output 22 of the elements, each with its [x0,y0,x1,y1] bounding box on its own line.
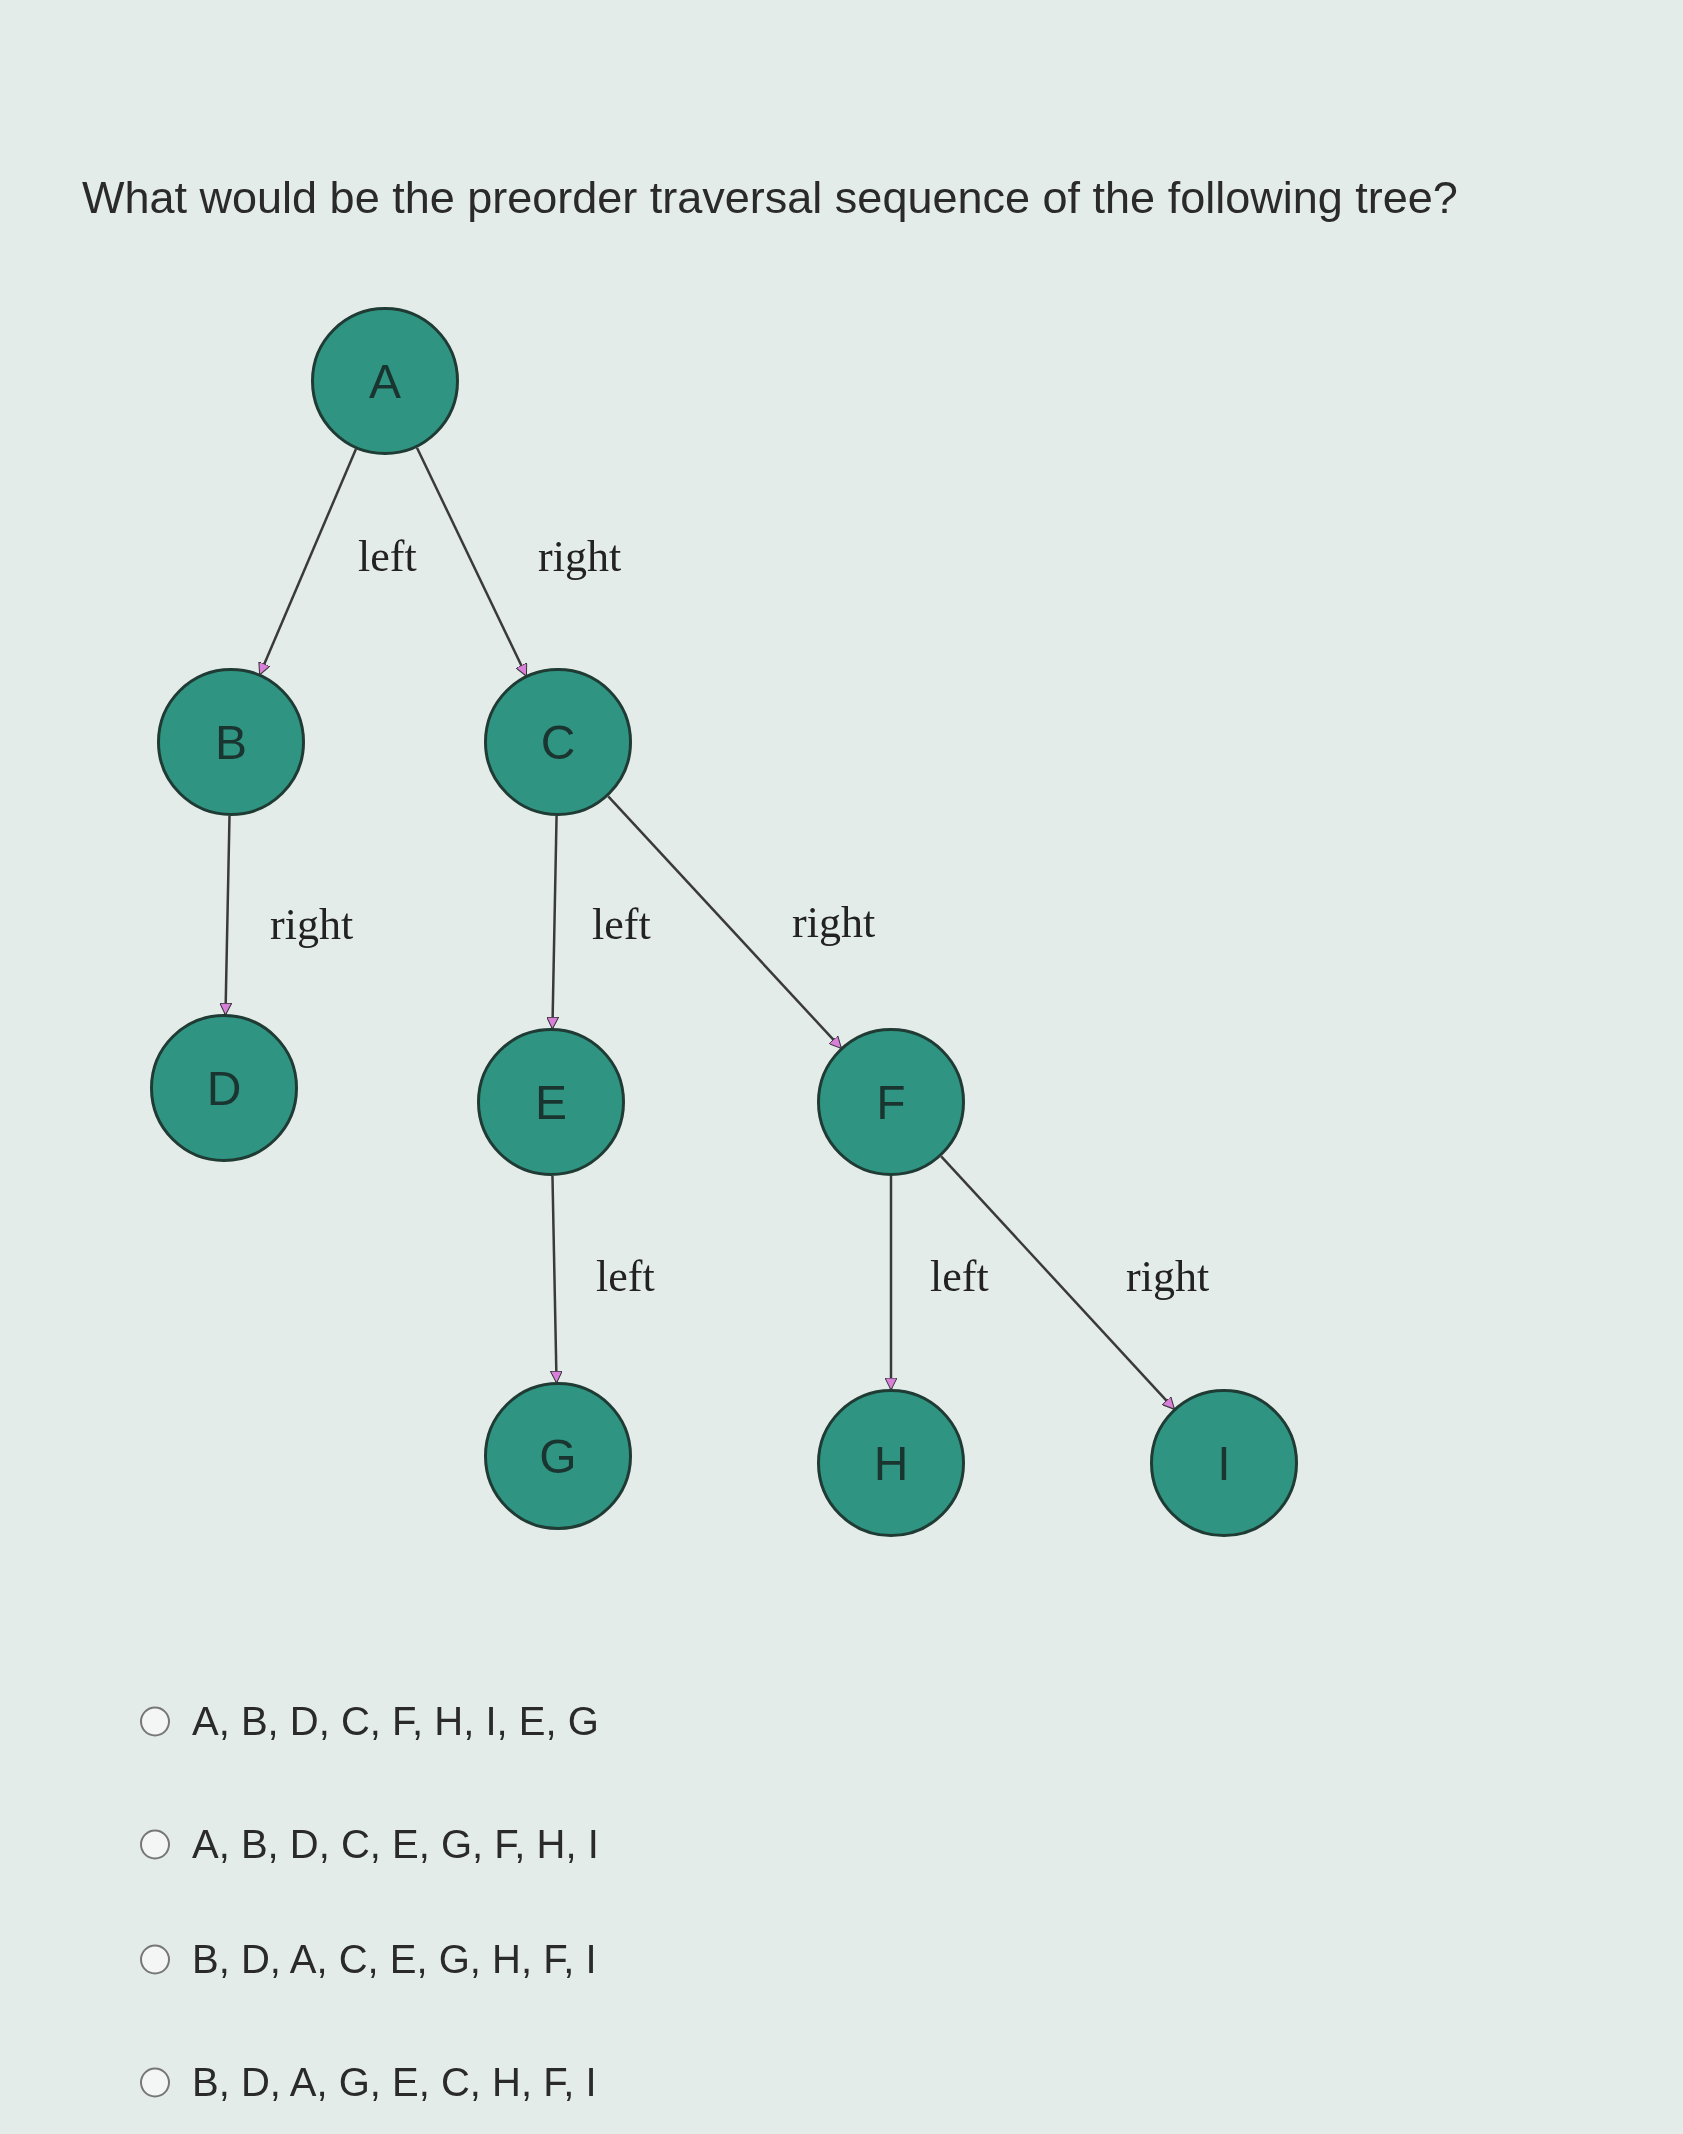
answer-option: A, B, D, C, F, H, I, E, G [192,1698,599,1744]
answer-option: B, D, A, C, E, G, H, F, I [192,1936,597,1982]
node-letter: G [539,1428,577,1484]
arrow [549,1175,563,1384]
node-letter: E [535,1074,567,1130]
answer-option: B, D, A, G, E, C, H, F, I [192,2059,597,2105]
arrow [415,447,528,677]
node-letter: D [206,1060,242,1116]
arrow [940,1155,1175,1410]
arrow [546,815,560,1030]
node-letter: A [369,353,401,409]
node-letter: F [876,1074,906,1130]
arrow [884,1176,898,1391]
arrow [258,448,358,676]
answer-option: A, B, D, C, E, G, F, H, I [192,1821,599,1867]
node-letter: I [1217,1435,1231,1491]
arrow [219,815,233,1016]
question-text: What would be the preorder traversal sequence of the following tree? [82,172,1458,224]
arrow [607,795,842,1049]
node-letter: B [215,714,247,770]
node-letter: C [540,714,576,770]
node-letter: H [873,1435,909,1491]
